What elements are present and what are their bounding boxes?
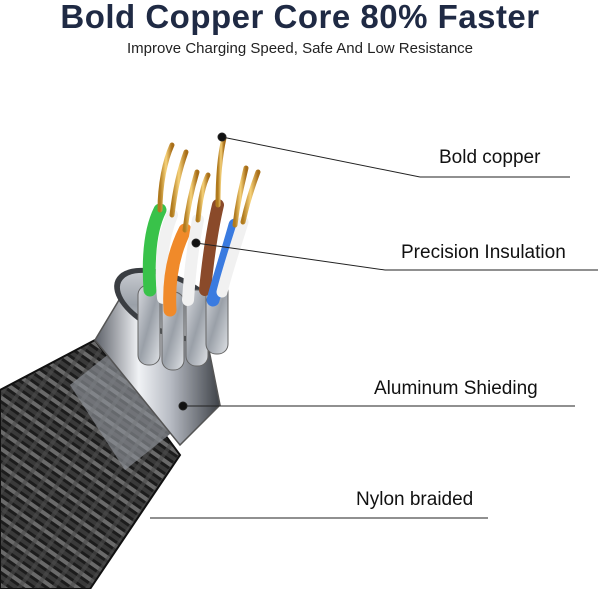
subheadline: Improve Charging Speed, Safe And Low Res… [126,40,474,57]
callout-aluminum-shielding: Aluminum Shieding [374,378,538,399]
callout-line-insulation [195,242,386,271]
callout-precision-insulation: Precision Insulation [401,242,566,263]
copper-conductors [157,135,261,233]
callout-marker-insulation [191,238,201,248]
callout-line-copper [221,136,421,178]
callout-lines [150,132,598,519]
shield-foil [70,345,175,470]
callout-marker-copper [217,132,227,142]
callout-nylon-braided: Nylon braided [356,489,474,510]
callout-bold-copper: Bold copper [439,147,541,168]
insulated-wires [142,199,249,317]
callout-marker-shield [178,401,188,411]
headline: Bold Copper Core 80% Faster [60,0,540,35]
